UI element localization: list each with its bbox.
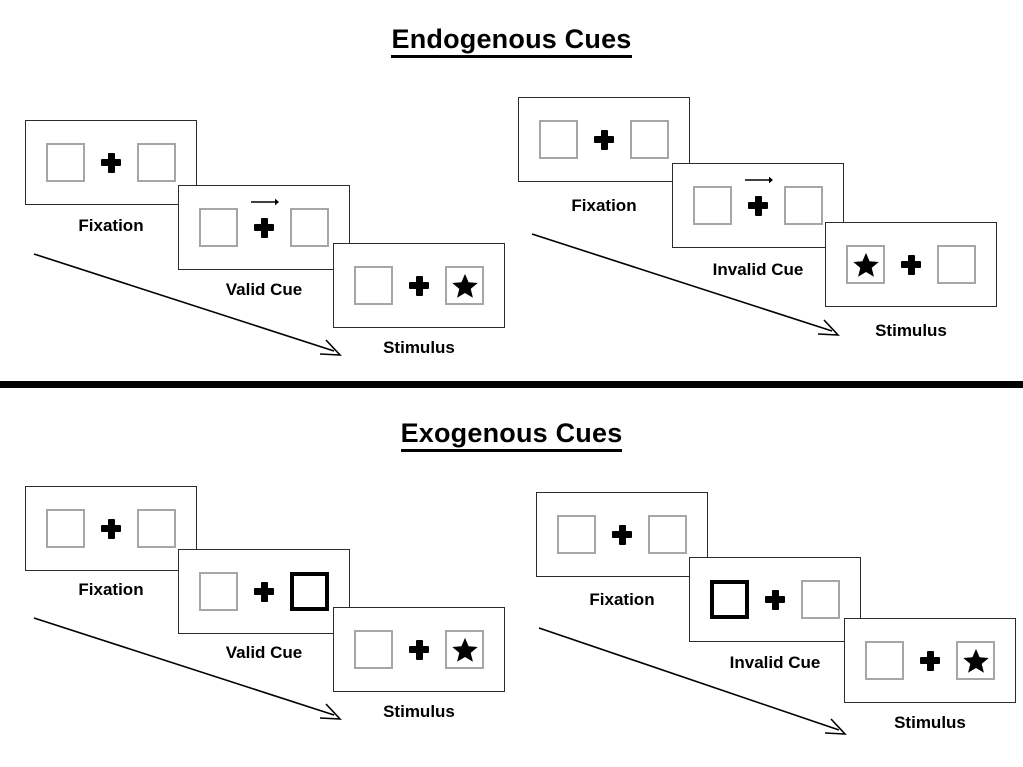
fixation-cross-wrap [407,639,431,661]
fixation-cross-wrap [592,129,616,151]
fixation-cross-icon [593,129,615,151]
target-box-right [137,143,176,182]
frame-label-endogenous-valid-fixation: Fixation [78,216,144,235]
fixation-cross-icon [611,524,633,546]
target-box-right [445,630,484,669]
frame-label-exogenous-valid-cue: Valid Cue [225,643,303,662]
time-arrow-endogenous-invalid [531,233,840,336]
fixation-cross-wrap [407,275,431,297]
trial-frame-exogenous-invalid-cue [689,557,861,642]
star-stimulus-icon [852,252,879,277]
target-box-right [956,641,995,680]
fixation-cross-icon [408,639,430,661]
time-arrow-endogenous-valid [33,253,342,356]
fixation-cross-icon [764,589,786,611]
trial-frame-endogenous-invalid-fixation [518,97,690,182]
fixation-cross-wrap [610,524,634,546]
target-box-right [937,245,976,284]
star-stimulus-icon [451,637,478,662]
frame-label-endogenous-valid-stimulus: Stimulus [383,338,455,357]
arrow-cue-right-icon [251,198,279,205]
target-box-left [199,208,238,247]
target-box-left [846,245,885,284]
fixation-cross-icon [919,650,941,672]
target-box-left [354,630,393,669]
fixation-cross-icon [253,217,275,239]
fixation-cross-wrap [252,581,276,603]
trial-frame-endogenous-invalid-cue [672,163,844,248]
frame-label-exogenous-invalid-cue: Invalid Cue [729,653,821,672]
section-title-endogenous: Endogenous Cues [0,24,1023,58]
fixation-cross-wrap [251,198,279,239]
fixation-cross-wrap [918,650,942,672]
target-box-right [630,120,669,159]
star-stimulus-icon [451,273,478,298]
target-box-left [693,186,732,225]
frame-label-endogenous-invalid-stimulus: Stimulus [875,321,947,340]
time-arrow-exogenous-valid [33,617,342,720]
fixation-cross-icon [100,152,122,174]
target-box-left-cued [710,580,749,619]
time-arrow-exogenous-invalid [538,627,847,735]
target-box-left [46,509,85,548]
fixation-cross-wrap [99,518,123,540]
trial-frame-endogenous-valid-stimulus [333,243,505,328]
fixation-cross-wrap [99,152,123,174]
frame-label-endogenous-invalid-cue: Invalid Cue [712,260,804,279]
target-box-right [290,208,329,247]
target-box-left [199,572,238,611]
trial-frame-exogenous-valid-stimulus [333,607,505,692]
fixation-cross-icon [900,254,922,276]
section-title-endogenous-text: Endogenous Cues [391,24,632,58]
frame-label-exogenous-valid-stimulus: Stimulus [383,702,455,721]
trial-frame-exogenous-invalid-fixation [536,492,708,577]
arrow-cue-right-icon [745,176,773,183]
target-box-left [539,120,578,159]
fixation-cross-icon [747,195,769,217]
target-box-right [648,515,687,554]
fixation-cross-wrap [763,589,787,611]
section-title-exogenous: Exogenous Cues [0,418,1023,452]
fixation-cross-icon [100,518,122,540]
fixation-cross-wrap [745,176,773,217]
target-box-right [137,509,176,548]
frame-label-exogenous-invalid-fixation: Fixation [589,590,655,609]
frame-label-endogenous-valid-cue: Valid Cue [225,280,303,299]
star-stimulus-icon [962,648,989,673]
target-box-left [865,641,904,680]
fixation-cross-icon [408,275,430,297]
target-box-left [557,515,596,554]
section-divider [0,381,1023,388]
target-box-right [445,266,484,305]
trial-frame-endogenous-valid-cue [178,185,350,270]
trial-frame-exogenous-invalid-stimulus [844,618,1016,703]
trial-frame-exogenous-valid-fixation [25,486,197,571]
section-title-exogenous-text: Exogenous Cues [400,418,623,452]
trial-frame-endogenous-valid-fixation [25,120,197,205]
fixation-cross-icon [253,581,275,603]
trial-frame-exogenous-valid-cue [178,549,350,634]
fixation-cross-wrap [899,254,923,276]
target-box-right [784,186,823,225]
target-box-right [801,580,840,619]
target-box-left [354,266,393,305]
frame-label-endogenous-invalid-fixation: Fixation [571,196,637,215]
target-box-right-cued [290,572,329,611]
trial-frame-endogenous-invalid-stimulus [825,222,997,307]
frame-label-exogenous-invalid-stimulus: Stimulus [894,713,966,732]
frame-label-exogenous-valid-fixation: Fixation [78,580,144,599]
target-box-left [46,143,85,182]
